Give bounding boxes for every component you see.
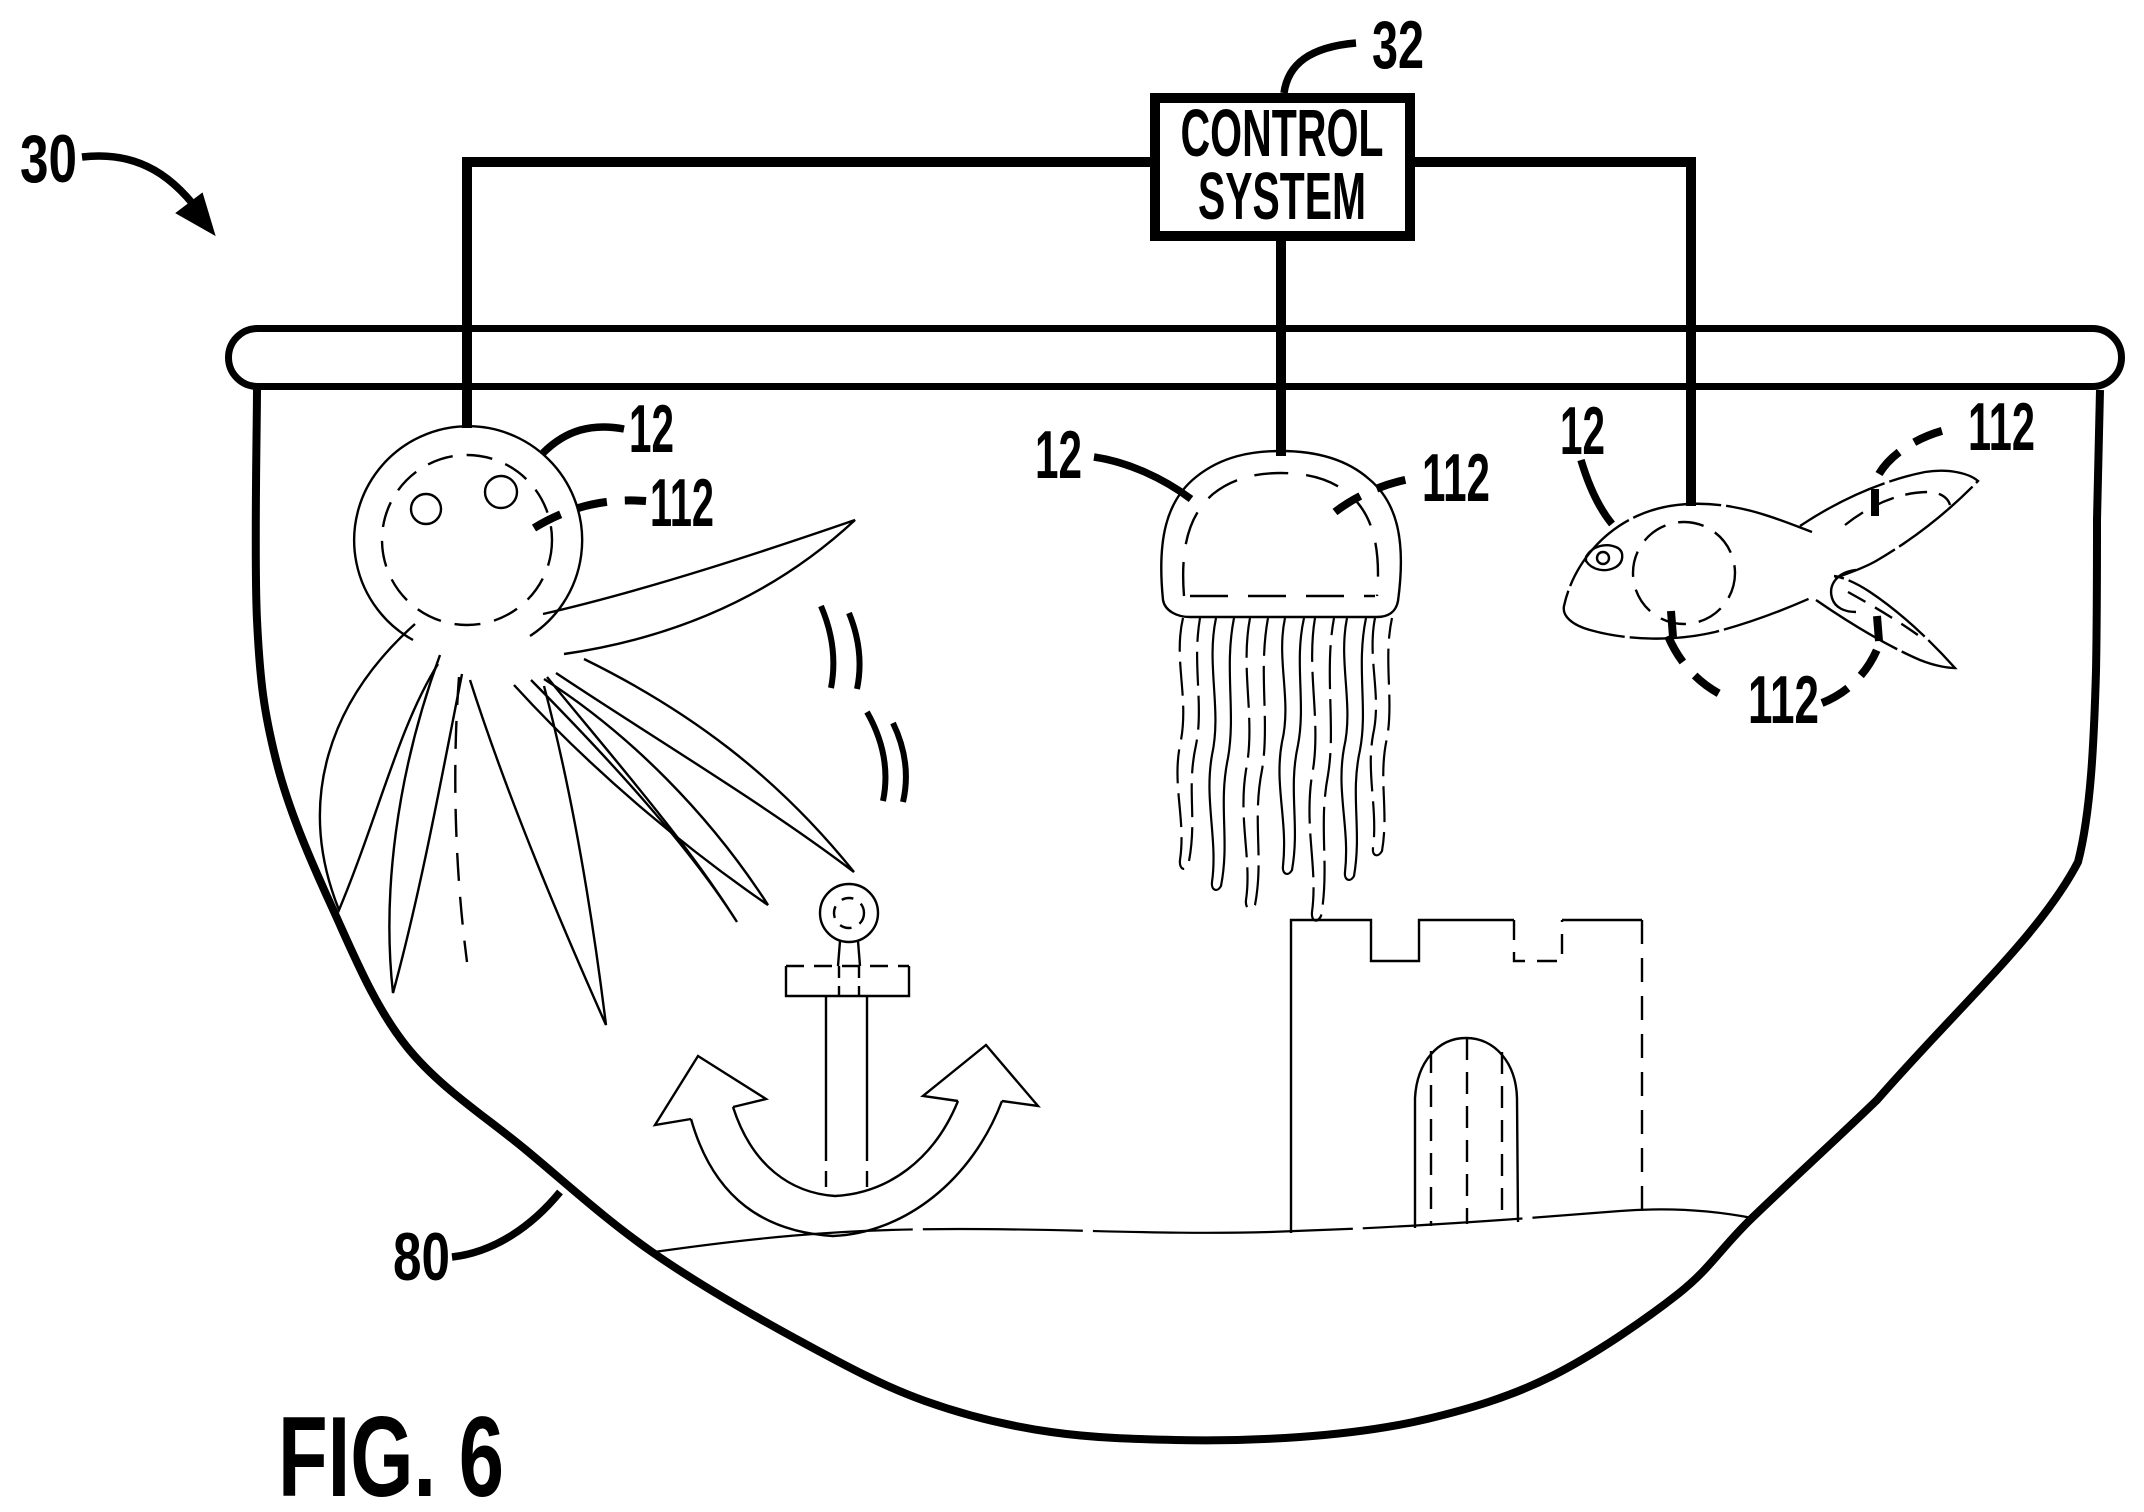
svg-text:80: 80 — [393, 1219, 450, 1295]
svg-text:32: 32 — [1372, 7, 1424, 83]
svg-text:SYSTEM: SYSTEM — [1198, 159, 1366, 234]
svg-text:112: 112 — [1422, 440, 1490, 516]
svg-text:30: 30 — [20, 121, 77, 197]
svg-text:112: 112 — [1968, 389, 2035, 465]
svg-text:CONTROL: CONTROL — [1181, 96, 1384, 171]
svg-text:12: 12 — [629, 391, 674, 467]
svg-text:112: 112 — [1748, 662, 1819, 738]
svg-text:112: 112 — [650, 465, 714, 541]
svg-text:12: 12 — [1560, 393, 1605, 469]
svg-text:FIG. 6: FIG. 6 — [278, 1394, 504, 1512]
svg-text:12: 12 — [1035, 417, 1082, 493]
